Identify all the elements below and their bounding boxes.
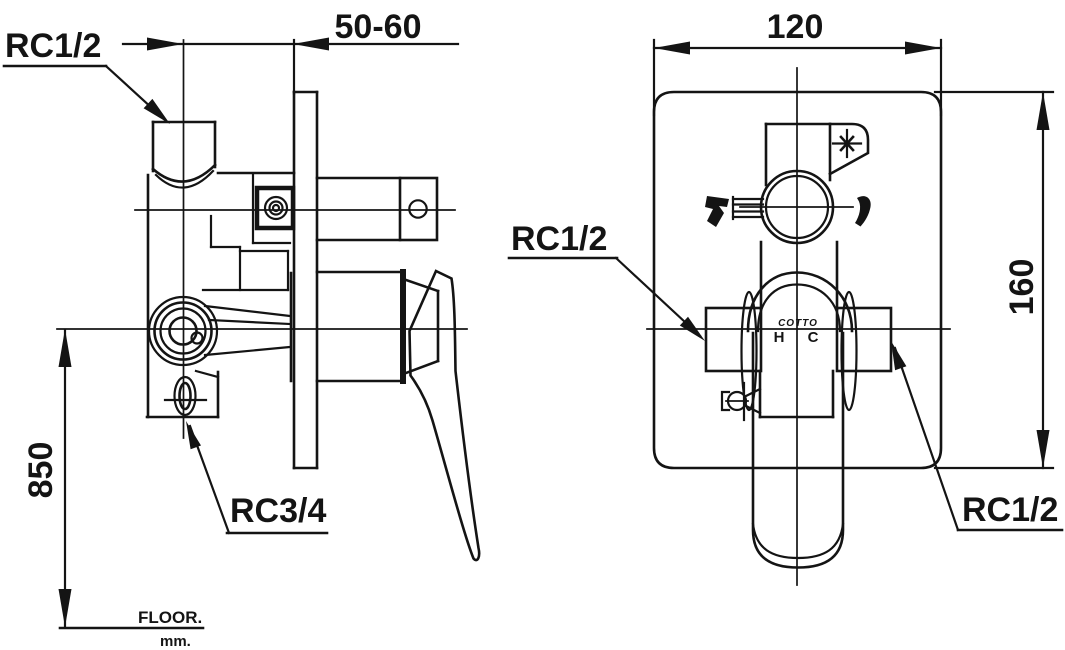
brand-markings: COTTO H C	[774, 318, 819, 346]
left-view-side: 50-60 RC1/2	[2, 8, 481, 650]
arrowhead	[58, 329, 72, 367]
dimension-floor-height: 850	[22, 328, 72, 628]
label-rc12-port-right: RC1/2	[891, 341, 1064, 532]
handle-front	[720, 331, 845, 569]
outlet-pipe-side	[315, 176, 439, 242]
cold-mark: C	[808, 329, 819, 346]
arrowhead	[1036, 430, 1050, 468]
valve-body-side	[146, 173, 292, 419]
valve-hub-circles	[147, 295, 219, 367]
arrowhead	[654, 41, 690, 55]
leader-arrowhead	[186, 421, 201, 450]
cartridge-side	[203, 271, 293, 383]
dimension-plate-height: 160	[933, 90, 1055, 470]
label-rc12-right-text: RC1/2	[962, 491, 1058, 529]
arrowhead	[147, 37, 183, 51]
dimension-plate-width: 120	[652, 8, 943, 117]
dim-plate-height-value: 160	[1003, 259, 1041, 316]
bottom-port-side	[145, 369, 220, 419]
screw-mark	[831, 128, 863, 159]
flow-comma-mark	[855, 196, 871, 227]
floor-reference: FLOOR. mm.	[58, 608, 205, 650]
wall-plate-side	[292, 90, 319, 470]
label-rc34-bottom-inlet: RC3/4	[186, 421, 329, 535]
label-rc12-left-text: RC1/2	[511, 220, 607, 258]
label-rc12-port-left: RC1/2	[507, 220, 705, 341]
brand-logo-text: COTTO	[778, 318, 818, 329]
arrowhead	[293, 37, 329, 51]
valve-upper-front	[705, 122, 871, 311]
dim-wall-depth-value: 50-60	[335, 8, 422, 46]
dim-plate-width-value: 120	[767, 8, 824, 46]
dimension-wall-depth: 50-60	[121, 8, 460, 96]
arrowhead	[58, 589, 72, 627]
label-rc12-text: RC1/2	[5, 27, 101, 65]
handle-side	[315, 269, 481, 562]
bleed-stub	[705, 195, 765, 227]
right-view-centerlines	[646, 67, 951, 586]
arrowhead	[1036, 92, 1050, 130]
label-rc34-text: RC3/4	[230, 492, 326, 530]
right-view-front: 120 160	[507, 8, 1064, 586]
ports-front	[704, 271, 893, 412]
leader-arrowhead	[891, 341, 907, 371]
label-rc12-top-inlet: RC1/2	[2, 27, 170, 124]
floor-label: FLOOR.	[138, 608, 202, 627]
leader-arrowhead	[143, 98, 170, 124]
floor-unit-label: mm.	[160, 633, 191, 650]
dim-floor-height-value: 850	[22, 442, 60, 499]
hot-mark: H	[774, 329, 785, 346]
leader-arrowhead	[679, 316, 705, 341]
inlet-pipe-side	[151, 120, 296, 189]
arrowhead	[905, 41, 941, 55]
cover-plate-front	[652, 90, 943, 470]
stub-marking	[705, 196, 729, 227]
outlet-socket-side	[254, 185, 296, 231]
